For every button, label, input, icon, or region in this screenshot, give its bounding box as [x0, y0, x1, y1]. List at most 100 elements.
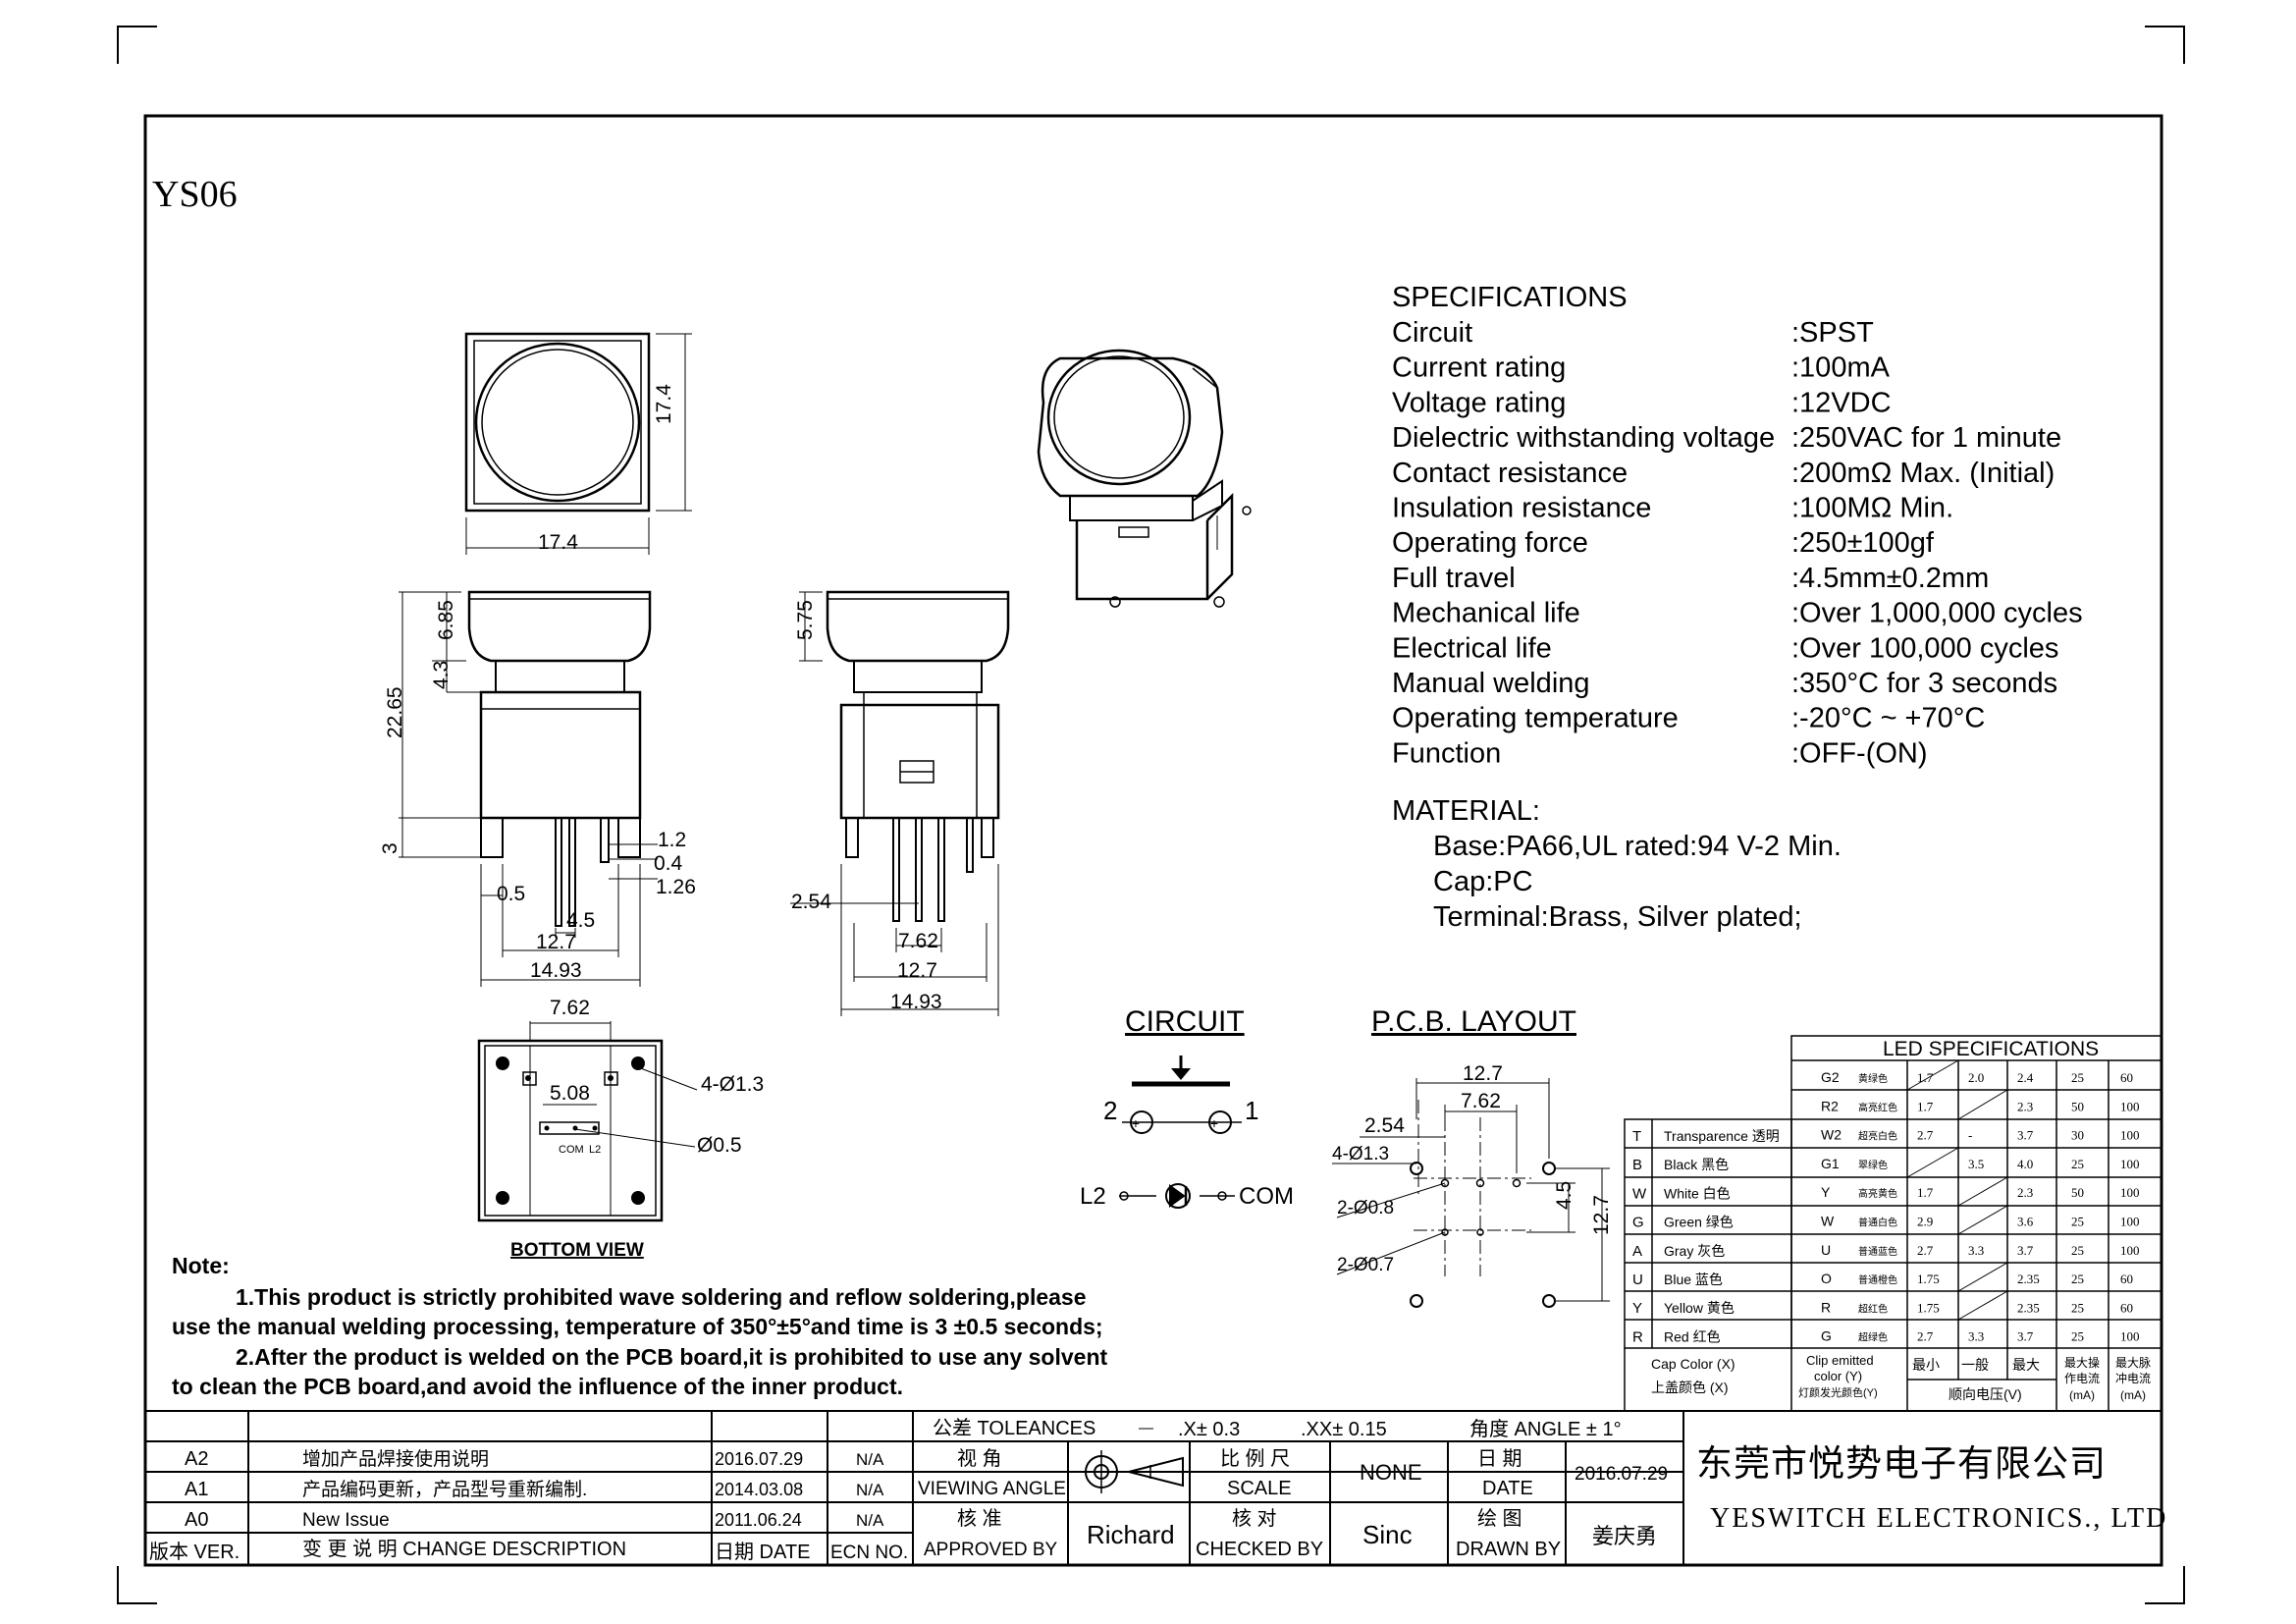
approved-cn: 核 准: [957, 1507, 1002, 1530]
dim-label: 0.5: [497, 883, 525, 905]
led-value: 60: [2120, 1070, 2133, 1085]
led-chip-code: R2: [1821, 1098, 1839, 1113]
dim-label: 12.7: [536, 931, 576, 953]
led-cap-code: B: [1632, 1157, 1642, 1173]
rev-ecn: N/A: [856, 1481, 884, 1499]
note-line: use the manual welding processing, tempe…: [172, 1314, 1103, 1339]
led-chip-name: 超绿色: [1858, 1331, 1888, 1344]
led-value: 1.7: [1917, 1099, 1934, 1113]
dim-label: 4.3: [430, 661, 453, 689]
rev-date: 2014.03.08: [715, 1480, 803, 1499]
rev-ver: A1: [185, 1479, 208, 1500]
led-cap-name: White 白色: [1664, 1185, 1731, 1201]
spec-value: :SPST: [1791, 317, 1874, 349]
led-footer: (mA): [2069, 1388, 2095, 1402]
dim-label: 2.54: [1364, 1114, 1405, 1137]
led-chip-name: 翠绿色: [1858, 1159, 1888, 1171]
led-chip-name: 黄绿色: [1858, 1072, 1888, 1085]
led-value: 2.0: [1968, 1070, 1984, 1085]
approved-value: Richard: [1087, 1520, 1175, 1549]
notes-heading: Note:: [172, 1253, 230, 1278]
led-footer: color (Y): [1814, 1369, 1862, 1383]
led-value: 2.9: [1917, 1215, 1933, 1229]
dim-label: Ø0.5: [697, 1134, 742, 1157]
corner-mark: [2145, 1566, 2185, 1604]
rev-desc: 产品编码更新，产品型号重新编制.: [302, 1479, 587, 1500]
led-chip-name: 超红色: [1858, 1302, 1888, 1315]
dim-label: 12.7: [897, 959, 937, 982]
plus-icon: +: [1132, 1115, 1140, 1131]
spec-value: :4.5mm±0.2mm: [1791, 563, 1989, 594]
led-value: 3.6: [2017, 1215, 2034, 1229]
led-chip-code: G2: [1821, 1069, 1840, 1085]
circuit-pin: 1: [1245, 1096, 1258, 1125]
led-value: 3.7: [2017, 1329, 2034, 1344]
spec-value: :OFF-(ON): [1791, 737, 1928, 769]
corner-mark: [2145, 26, 2185, 64]
spec-value: :200mΩ Max. (Initial): [1791, 458, 2055, 489]
dim-label: 12.7: [1463, 1062, 1503, 1085]
led-value: 30: [2071, 1128, 2084, 1143]
led-value: 25: [2071, 1243, 2084, 1258]
scale-cn: 比 例 尺: [1220, 1447, 1290, 1470]
led-cap-name: Transparence 透明: [1664, 1128, 1780, 1144]
tol-angle: 角度 ANGLE ± 1°: [1469, 1418, 1622, 1440]
led-value: 3.7: [2017, 1128, 2034, 1143]
material-line: Base:PA66,UL rated:94 V-2 Min.: [1433, 831, 1842, 862]
corner-mark: [117, 1566, 157, 1604]
drawn-cn: 绘 图: [1477, 1507, 1522, 1530]
date-label: DATE: [1482, 1478, 1533, 1499]
led-chip-name: 普通蓝色: [1858, 1245, 1897, 1258]
led-footer: 最大: [2012, 1357, 2040, 1373]
led-cap-name: Red 红色: [1664, 1328, 1721, 1344]
led-value: 1.75: [1917, 1272, 1940, 1286]
dim-label: 14.93: [890, 991, 942, 1013]
hdr-ecn: ECN NO.: [830, 1543, 908, 1563]
dim-label: 2-Ø0.7: [1337, 1255, 1394, 1275]
led-value: 25: [2071, 1329, 2084, 1344]
tolerances-label: 公差 TOLEANCES: [933, 1417, 1095, 1439]
date-cn: 日 期: [1477, 1448, 1522, 1470]
spec-value: :250VAC for 1 minute: [1791, 422, 2061, 454]
specs-heading: SPECIFICATIONS: [1392, 282, 1628, 313]
led-cap-code: A: [1632, 1243, 1642, 1260]
checked-cn: 核 对: [1232, 1507, 1277, 1530]
circuit-pin: 2: [1103, 1096, 1117, 1125]
led-value: 25: [2071, 1300, 2084, 1315]
led-value: 25: [2071, 1070, 2084, 1085]
scale-value: NONE: [1360, 1460, 1422, 1485]
led-value: 3.3: [1968, 1243, 1984, 1258]
dim-label: 3: [379, 842, 401, 854]
note-line: 2.After the product is welded on the PCB…: [236, 1344, 1107, 1370]
spec-value: :250±100gf: [1791, 527, 1935, 559]
bottom-view: [477, 1021, 698, 1222]
led-cap-name: Gray 灰色: [1664, 1243, 1725, 1259]
led-cap-code: G: [1632, 1215, 1644, 1231]
led-chip-code: G: [1821, 1328, 1832, 1344]
pin-label: L2: [589, 1144, 601, 1156]
led-value: 100: [2120, 1243, 2140, 1258]
led-chip-name: 普通白色: [1858, 1217, 1897, 1229]
led-chip-name: 高亮红色: [1858, 1101, 1897, 1113]
tol-xx: .XX± 0.15: [1301, 1419, 1387, 1440]
side-view: [790, 590, 1010, 1016]
dim-label: 0.4: [654, 852, 683, 875]
dim-label: 14.93: [530, 959, 582, 982]
spec-value: :100MΩ Min.: [1791, 493, 1953, 524]
rev-ecn: N/A: [856, 1450, 884, 1469]
led-value: 50: [2071, 1099, 2084, 1113]
hdr-desc: 变 更 说 明 CHANGE DESCRIPTION: [302, 1538, 626, 1560]
led-value: 3.3: [1968, 1329, 1984, 1344]
dim-label: 17.4: [653, 384, 675, 424]
material-heading: MATERIAL:: [1392, 795, 1540, 827]
led-value: 100: [2120, 1157, 2140, 1171]
led-cap-code: R: [1632, 1328, 1643, 1345]
corner-mark: [117, 26, 157, 64]
rev-ver: A0: [185, 1509, 208, 1531]
led-value: 100: [2120, 1128, 2140, 1143]
rev-date: 2016.07.29: [715, 1449, 803, 1469]
led-chip-name: 超亮白色: [1858, 1130, 1897, 1143]
